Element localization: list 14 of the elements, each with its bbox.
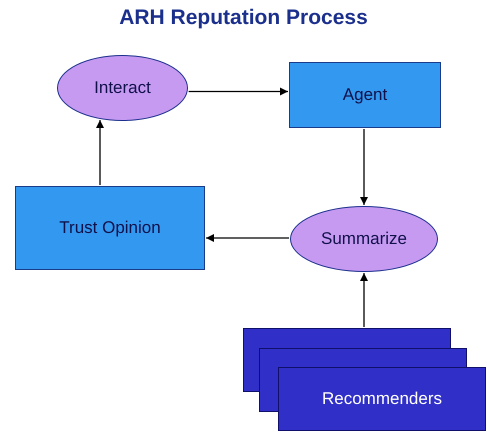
process-box [15, 186, 205, 270]
arrow [360, 129, 368, 205]
node-label: Agent [342, 85, 388, 105]
node-label: Trust Opinion [59, 218, 161, 238]
process-box [289, 62, 441, 128]
arrow [188, 88, 288, 96]
node-label: Summarize [321, 229, 407, 249]
arrow [360, 273, 368, 327]
diagram-title: ARH Reputation Process [118, 6, 369, 30]
stacked-process-box [243, 328, 487, 432]
arrow [206, 234, 290, 242]
node-label: Recommenders [322, 389, 442, 409]
node-label: Interact [94, 78, 151, 98]
arrow [96, 120, 104, 185]
